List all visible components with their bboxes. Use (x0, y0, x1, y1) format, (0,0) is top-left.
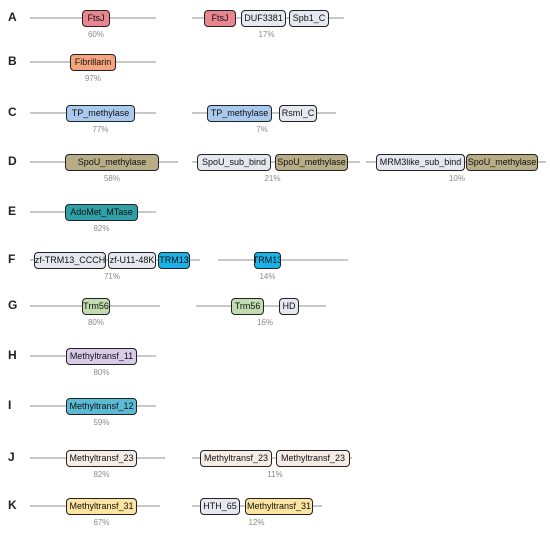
percentage-label: 60% (87, 30, 104, 39)
domain-box: FtsJ (82, 9, 110, 27)
domain-box: Methyltransf_23 (200, 449, 272, 467)
domain-box: Methyltransf_23 (66, 449, 137, 467)
domain-box: Fibrillarin (70, 53, 116, 71)
row-label-j: J (8, 450, 15, 464)
percentage-label: 82% (93, 470, 110, 479)
percentage-label: 14% (259, 272, 276, 281)
domain-box: SpoU_methylase (466, 153, 538, 171)
domain-box: Methyltransf_11 (66, 347, 137, 365)
domain-box: Spb1_C (289, 9, 329, 27)
row-label-h: H (8, 348, 17, 362)
domain-box: RsmI_C (279, 104, 317, 122)
domain-box: HTH_65 (200, 497, 240, 515)
percentage-label: 10% (448, 174, 465, 183)
percentage-label: 80% (87, 318, 104, 327)
percentage-label: 80% (93, 368, 110, 377)
domain-box: Methyltransf_23 (276, 449, 350, 467)
domain-box: zf-U11-48K (108, 251, 156, 269)
percentage-label: 59% (93, 418, 110, 427)
percentage-label: 92% (93, 224, 110, 233)
protein-backbone-line (192, 457, 352, 459)
domain-box: TRM13 (254, 251, 281, 269)
domain-box: Trm56 (231, 297, 264, 315)
percentage-label: 67% (93, 518, 110, 527)
percentage-label: 12% (248, 518, 265, 527)
domain-box: HD (279, 297, 299, 315)
domain-box: Methyltransf_31 (245, 497, 313, 515)
domain-box: TP_methylase (66, 104, 135, 122)
percentage-label: 71% (103, 272, 120, 281)
domain-box: SpoU_methylase (275, 153, 348, 171)
domain-box: SpoU_methylase (65, 153, 159, 171)
domain-box: zf-TRM13_CCCH (34, 251, 106, 269)
domain-box: Trm56 (82, 297, 110, 315)
percentage-label: 77% (92, 125, 109, 134)
row-label-b: B (8, 54, 17, 68)
row-label-i: I (8, 398, 12, 412)
row-label-f: F (8, 252, 16, 266)
domain-box: TP_methylase (207, 104, 272, 122)
percentage-label: 17% (258, 30, 275, 39)
domain-box: AdoMet_MTase (65, 203, 138, 221)
domain-box: FtsJ (204, 9, 236, 27)
row-label-g: G (8, 298, 18, 312)
percentage-label: 21% (264, 174, 281, 183)
percentage-label: 97% (84, 74, 101, 83)
row-label-k: K (8, 498, 17, 512)
row-label-c: C (8, 105, 17, 119)
row-label-e: E (8, 204, 17, 218)
row-label-a: A (8, 10, 17, 24)
domain-box: DUF3381 (241, 9, 286, 27)
percentage-label: 11% (267, 470, 283, 479)
domain-box: MRM3like_sub_bind (376, 153, 465, 171)
percentage-label: 58% (103, 174, 120, 183)
domain-box: TRM13 (158, 251, 190, 269)
percentage-label: 16% (256, 318, 273, 327)
row-label-d: D (8, 154, 17, 168)
protein-backbone-line (218, 259, 348, 261)
domain-box: Methyltransf_31 (66, 497, 137, 515)
domain-box: SpoU_sub_bind (197, 153, 271, 171)
domain-box: Methyltransf_12 (66, 397, 137, 415)
percentage-label: 7% (256, 125, 268, 134)
